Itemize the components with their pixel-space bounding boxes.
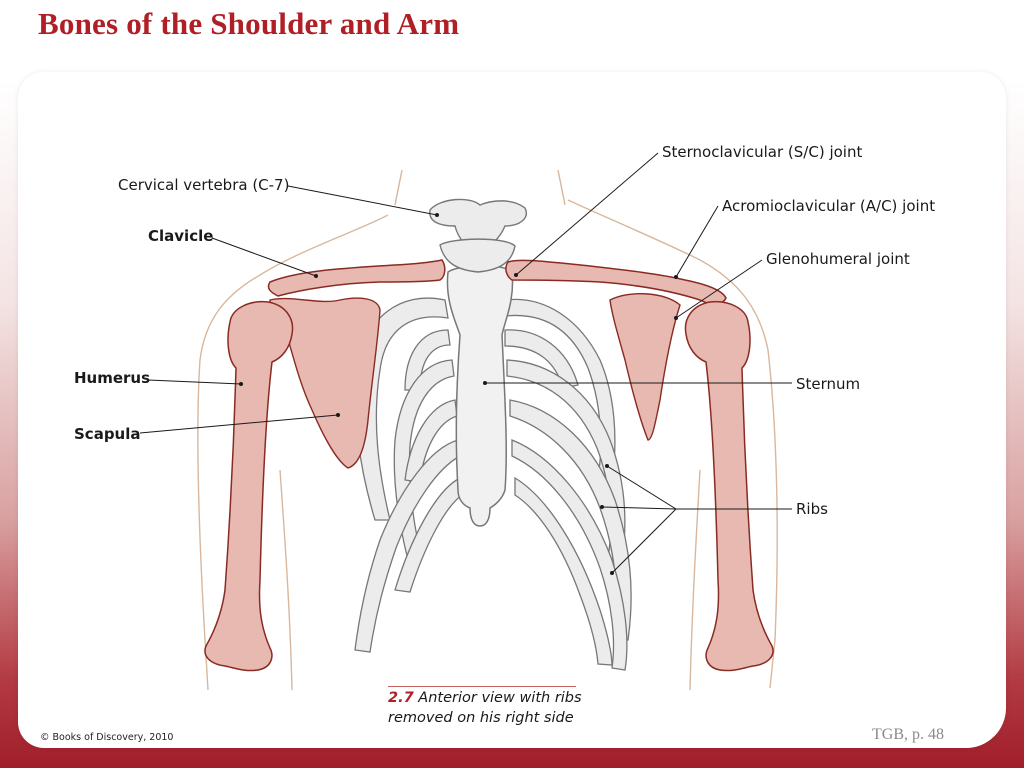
body-outline (197, 169, 778, 691)
label-clavicle: Clavicle (148, 227, 214, 245)
label-glenohumeral-joint: Glenohumeral joint (766, 250, 910, 268)
leader-lines (139, 152, 792, 574)
caption-number: 2.7 (388, 690, 414, 706)
figure-caption: 2.7 Anterior view with ribs removed on h… (388, 688, 588, 728)
cervical-vertebra-bone (429, 198, 527, 273)
label-acromioclavicular-joint: Acromioclavicular (A/C) joint (722, 197, 936, 215)
slide-title: Bones of the Shoulder and Arm (38, 6, 460, 41)
copyright-notice: © Books of Discovery, 2010 (40, 732, 174, 743)
label-humerus: Humerus (74, 369, 151, 387)
label-sternum: Sternum (796, 375, 861, 393)
rib-cage (354, 297, 632, 671)
caption-line-1: Anterior view with ribs (413, 690, 582, 706)
label-cervical-vertebra: Cervical vertebra (C-7) (118, 176, 290, 194)
label-ribs: Ribs (796, 500, 828, 518)
label-scapula: Scapula (74, 425, 141, 443)
caption-line-2: removed on his right side (388, 710, 574, 726)
leader-dots (239, 213, 678, 575)
label-sternoclavicular-joint: Sternoclavicular (S/C) joint (662, 143, 863, 161)
page-reference: TGB, p. 48 (872, 726, 944, 743)
sternum-bone (446, 264, 514, 527)
humerus-bones (204, 300, 774, 672)
caption-rule (388, 686, 576, 687)
